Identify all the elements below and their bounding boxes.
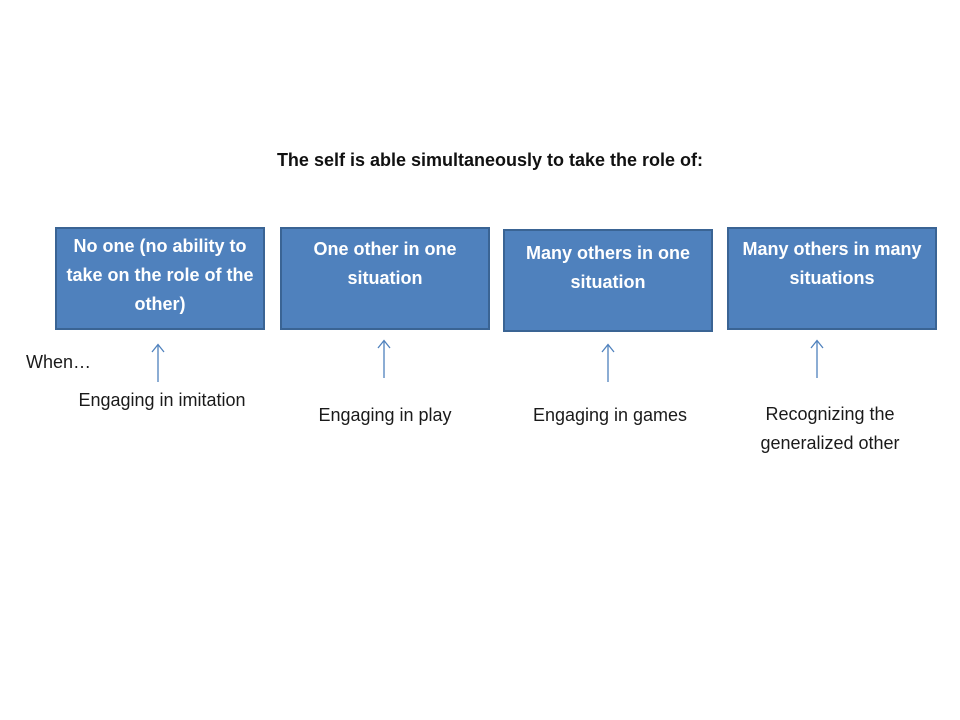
caption-generalized-other: Recognizing the generalized other: [760, 404, 900, 453]
up-arrow-icon: [377, 339, 391, 378]
up-arrow-icon: [601, 343, 615, 382]
stage-box-many-others-one-situation: Many others in one situation: [503, 229, 713, 332]
stage-box-many-others-many-situations: Many others in many situations: [727, 227, 937, 330]
diagram-heading: The self is able simultaneously to take …: [276, 150, 704, 170]
stage-box-one-other: One other in one situation: [280, 227, 490, 330]
caption-games: Engaging in games: [532, 405, 688, 425]
stage-box-label: No one (no ability to take on the role o…: [66, 236, 254, 314]
up-arrow-icon: [810, 339, 824, 378]
stage-box-label: Many others in one situation: [525, 243, 691, 292]
stage-box-label: Many others in many situations: [742, 239, 922, 288]
caption-imitation: Engaging in imitation: [78, 390, 246, 410]
caption-play: Engaging in play: [318, 405, 452, 425]
when-label: When…: [26, 352, 92, 372]
stage-box-no-one: No one (no ability to take on the role o…: [55, 227, 265, 330]
up-arrow-icon: [151, 343, 165, 382]
stage-box-label: One other in one situation: [313, 239, 457, 288]
